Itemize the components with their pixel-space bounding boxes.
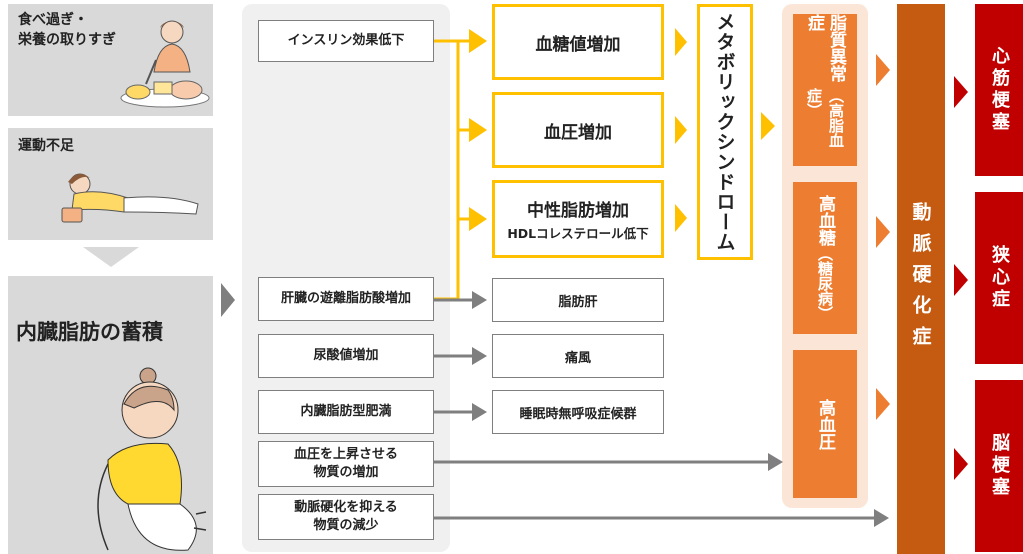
mechanism-insulin: インスリン効果低下 (258, 20, 434, 62)
outcome-stroke: 脳梗塞 (975, 380, 1023, 552)
result-triglyceride: 中性脂肪増加 HDLコレステロール低下 (492, 180, 664, 258)
result-sleep-apnea: 睡眠時無呼吸症候群 (492, 390, 664, 434)
woman-belly-illustration (97, 367, 207, 551)
result-blood-glucose-label: 血糖値増加 (535, 34, 621, 55)
yellow-connectors (434, 29, 487, 301)
visceral-fat-panel: 内臓脂肪の蓄積 (8, 276, 213, 554)
cause-overeating-panel: 食べ過ぎ・ 栄養の取りすぎ (8, 4, 213, 116)
yellow-chevrons (675, 28, 775, 232)
orange-chevrons (876, 54, 890, 420)
atherosclerosis-box: 動脈硬化症 (897, 4, 945, 554)
down-arrow-icon (83, 247, 139, 267)
result-triglyceride-label: 中性脂肪増加 (527, 201, 629, 221)
disease-hypertension-label: 高血圧 (815, 398, 835, 450)
disease-hyperglycemia-label: 高血糖 (815, 195, 835, 246)
cause-exercise-label: 運動不足 (18, 138, 74, 154)
mechanism-liver-ffa: 肝臓の遊離脂肪酸増加 (258, 277, 434, 321)
disease-dyslipidemia-label: 脂質異常症 (804, 14, 846, 82)
result-fatty-liver: 脂肪肝 (492, 278, 664, 322)
mechanism-uric-acid: 尿酸値増加 (258, 334, 434, 378)
cause-overeating-label: 食べ過ぎ・ 栄養の取りすぎ (18, 12, 116, 48)
right-arrow-icon (221, 283, 235, 317)
disease-dyslipidemia: 脂質異常症 （高脂血症） (793, 14, 857, 166)
disease-hyperglycemia: 高血糖 （糖尿病） (793, 182, 857, 334)
outcome-angina: 狭心症 (975, 192, 1023, 364)
result-blood-pressure-label: 血圧増加 (544, 122, 612, 143)
result-blood-glucose: 血糖値増加 (492, 4, 664, 80)
result-hdl-label: HDLコレステロール低下 (507, 226, 649, 241)
red-chevrons (954, 76, 968, 480)
disease-dyslipidemia-sub: （高脂血症） (805, 87, 845, 148)
mechanism-bp-substances: 血圧を上昇させる 物質の増加 (258, 441, 434, 487)
outcome-myocardial-infarction: 心筋梗塞 (975, 4, 1023, 176)
metabolic-syndrome-box: メタボリックシンドローム (697, 4, 753, 260)
mechanism-visceral-obesity: 内臓脂肪型肥満 (258, 390, 434, 434)
disease-hypertension: 高血圧 (793, 350, 857, 498)
gray-connectors (434, 291, 889, 527)
disease-hyperglycemia-sub: （糖尿病） (816, 246, 834, 321)
result-gout: 痛風 (492, 334, 664, 378)
mechanism-anti-athero: 動脈硬化を抑える 物質の減少 (258, 494, 434, 540)
visceral-fat-title: 内臓脂肪の蓄積 (16, 320, 163, 344)
overeating-illustration (120, 20, 210, 108)
result-blood-pressure: 血圧増加 (492, 92, 664, 168)
cause-exercise-panel: 運動不足 (8, 128, 213, 240)
lying-person-illustration (61, 173, 199, 223)
